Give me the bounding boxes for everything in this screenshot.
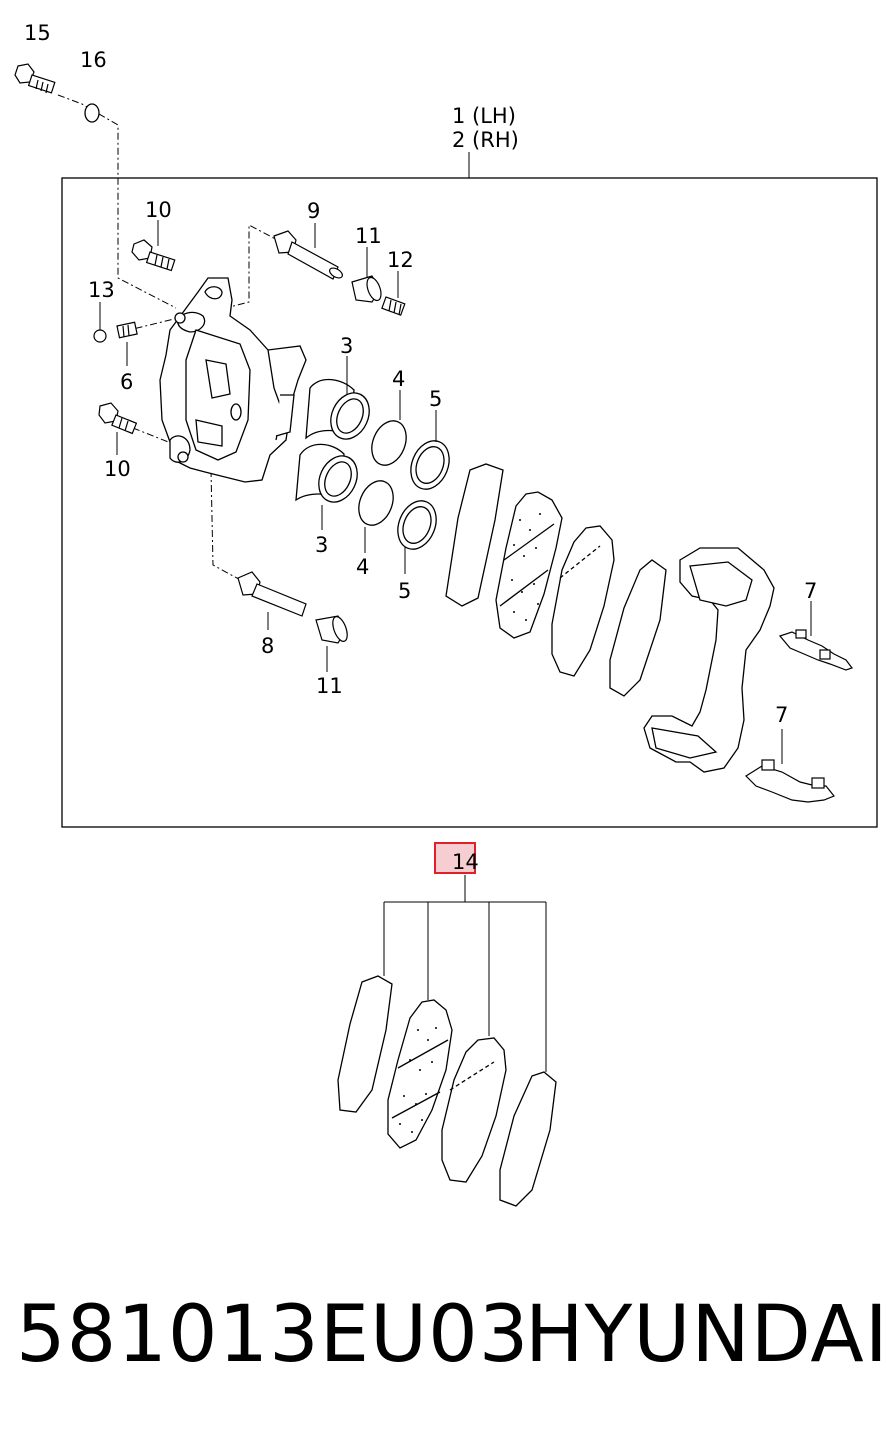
caliper-bracket [643,547,775,773]
part-number: 581013EU03 [16,1290,530,1380]
pad-shim-inner [609,559,667,697]
callout-7-lower: 7 [775,703,788,727]
bleeder-screw-part-6 [116,321,138,339]
dust-boot-part-5-upper [410,440,450,490]
dashed-leaders [57,94,284,584]
plug-part-12 [381,296,406,316]
guide-pin-part-8 [237,571,307,617]
footer: 581013EU03 HYUNDAI [0,1290,886,1410]
washer-part-16 [84,103,100,123]
callout-5-lower: 5 [398,579,411,603]
kit-shim-inner [499,1071,557,1207]
callout-14: 14 [452,850,479,874]
pad-clip-part-7-lower [745,759,835,803]
callout-13: 13 [88,278,115,302]
brake-pad-inner [551,525,615,677]
callout-11-lower: 11 [316,674,343,698]
callout-14-highlight[interactable] [434,842,476,874]
boot-part-11-top [351,275,382,303]
callout-4-lower: 4 [356,555,369,579]
callout-7-upper: 7 [804,579,817,603]
callout-3-lower: 3 [315,533,328,557]
guide-pin-part-9 [273,230,343,280]
kit-leader-tree [383,875,547,1072]
bolt-part-10-lower [98,402,138,435]
callout-16: 16 [80,48,107,72]
callout-15: 15 [24,21,51,45]
caliper-housing [159,277,307,483]
bleeder-cap-part-13 [93,329,107,343]
bolt-part-10-top [131,239,176,272]
callout-11-top: 11 [355,224,382,248]
callout-leaders [99,220,812,764]
bolt-part-15 [14,63,56,94]
kit-pad-inner [441,1037,507,1183]
callout-6: 6 [120,370,133,394]
callout-10-top: 10 [145,198,172,222]
callout-labels: 15 16 1 (LH) 2 (RH) 10 9 11 12 13 6 10 3… [24,21,817,727]
seal-part-4-upper [371,420,407,466]
kit-pad-outer [387,999,453,1149]
assembly-label-rh: 2 (RH) [452,128,519,152]
callout-4-upper: 4 [392,367,405,391]
callout-9: 9 [307,199,320,223]
piston-part-3-lower [295,443,358,503]
brake-caliper-exploded-diagram: 15 16 1 (LH) 2 (RH) 10 9 11 12 13 6 10 3… [14,21,878,1207]
piston-part-3-upper [305,378,370,440]
callout-3-upper: 3 [340,334,353,358]
brand-name: HYUNDAI [525,1290,886,1380]
brake-pad-outer [495,491,563,639]
callout-10-lower: 10 [104,457,131,481]
callout-12: 12 [387,248,414,272]
callout-8: 8 [261,634,274,658]
pad-shim-outer [445,463,504,607]
dust-boot-part-5-lower [397,500,437,550]
pad-clip-part-7-upper [778,629,853,671]
seal-part-4-lower [358,480,394,526]
callout-5-upper: 5 [429,387,442,411]
kit-shim-outer [337,975,393,1113]
assembly-label-lh: 1 (LH) [452,104,516,128]
boot-part-11-lower [315,615,348,644]
